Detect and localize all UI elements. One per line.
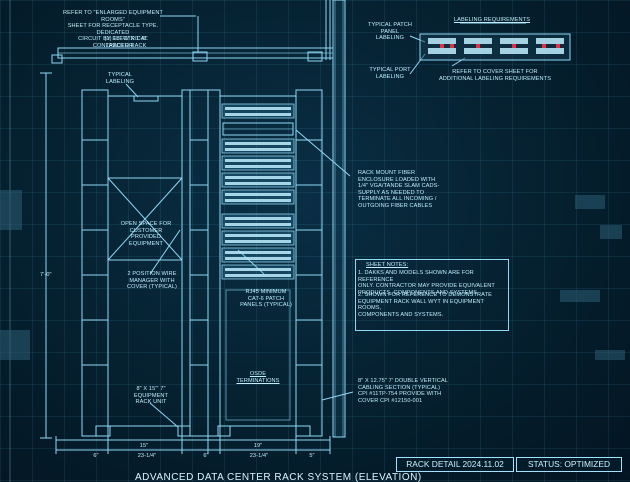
sheet-notes-box [355,259,509,331]
typical-labeling-label: TYPICAL LABELING [105,72,135,85]
sheet-note-1: 1. DAKKS AND MODELS SHOWN ARE FOR REFERE… [358,270,495,296]
rj45-label: RJ45 MINIMUM CAT-6 PATCH PANELS (TYPICAL… [240,289,292,309]
rack-unit-label: 8" x 15"' 7" EQUIPMENT RACK UNIT [133,386,169,406]
typical-port-label: TYPICAL PORT LABELING [369,67,411,80]
receptacle-note: REFER TO "ENLARGED EQUIPMENT ROOMS" SHEE… [63,10,163,49]
typical-patch-label: TYPICAL PATCH PANEL LABELING [367,22,413,42]
drawing-title: ADVANCED DATA CENTER RACK SYSTEM (ELEVAT… [135,472,422,482]
rack-detail-badge: RACK DETAIL 2024.11.02 [396,457,514,472]
dim-base-5: 5" [309,453,315,459]
dim-base-1: 6" [93,453,99,459]
sheet-note-2: 2. SHOWN FOR REFERENCE TO DEMONSTRATE EQ… [358,292,492,318]
dim-base-3: 6" [203,453,209,459]
decor-blocks [0,190,625,360]
ladder-rack-label: (1) 18" W x 1'-0" LADDER RACK [104,36,148,49]
wire-manager-label: 2 POSITION WIRE MANAGER WITH COVER (TYPI… [127,271,177,291]
cabling-section-label: 8" x 12.75" 7' DOUBLE VERTICAL CABLING S… [358,378,449,404]
refer-cover-label: REFER TO COVER SHEET FOR ADDITIONAL LABE… [438,69,552,82]
labeling-requirements-title: LABELING REQUIREMENTS [453,17,531,23]
dim-height: 7'-0" [40,272,52,278]
fiber-enclosure-label: RACK MOUNT FIBER ENCLOSURE LOADED WITH 1… [358,170,440,209]
labeling-panel-ports [428,38,564,54]
sheet-notes-title: SHEET NOTES: [366,262,409,268]
dim-base-2: 23-1/4" [137,453,157,459]
patch-panels [221,103,295,280]
dim-width-1: 15" [139,443,149,449]
status-badge: STATUS: OPTIMIZED [516,457,622,472]
osde-label: OSDE TERMINATIONS [236,371,280,384]
dim-base-4: 23-1/4" [249,453,269,459]
dim-width-2: 19" [253,443,263,449]
open-space-label: OPEN SPACE FOR CUSTOMER PROVIDED EQUIPME… [120,221,172,247]
